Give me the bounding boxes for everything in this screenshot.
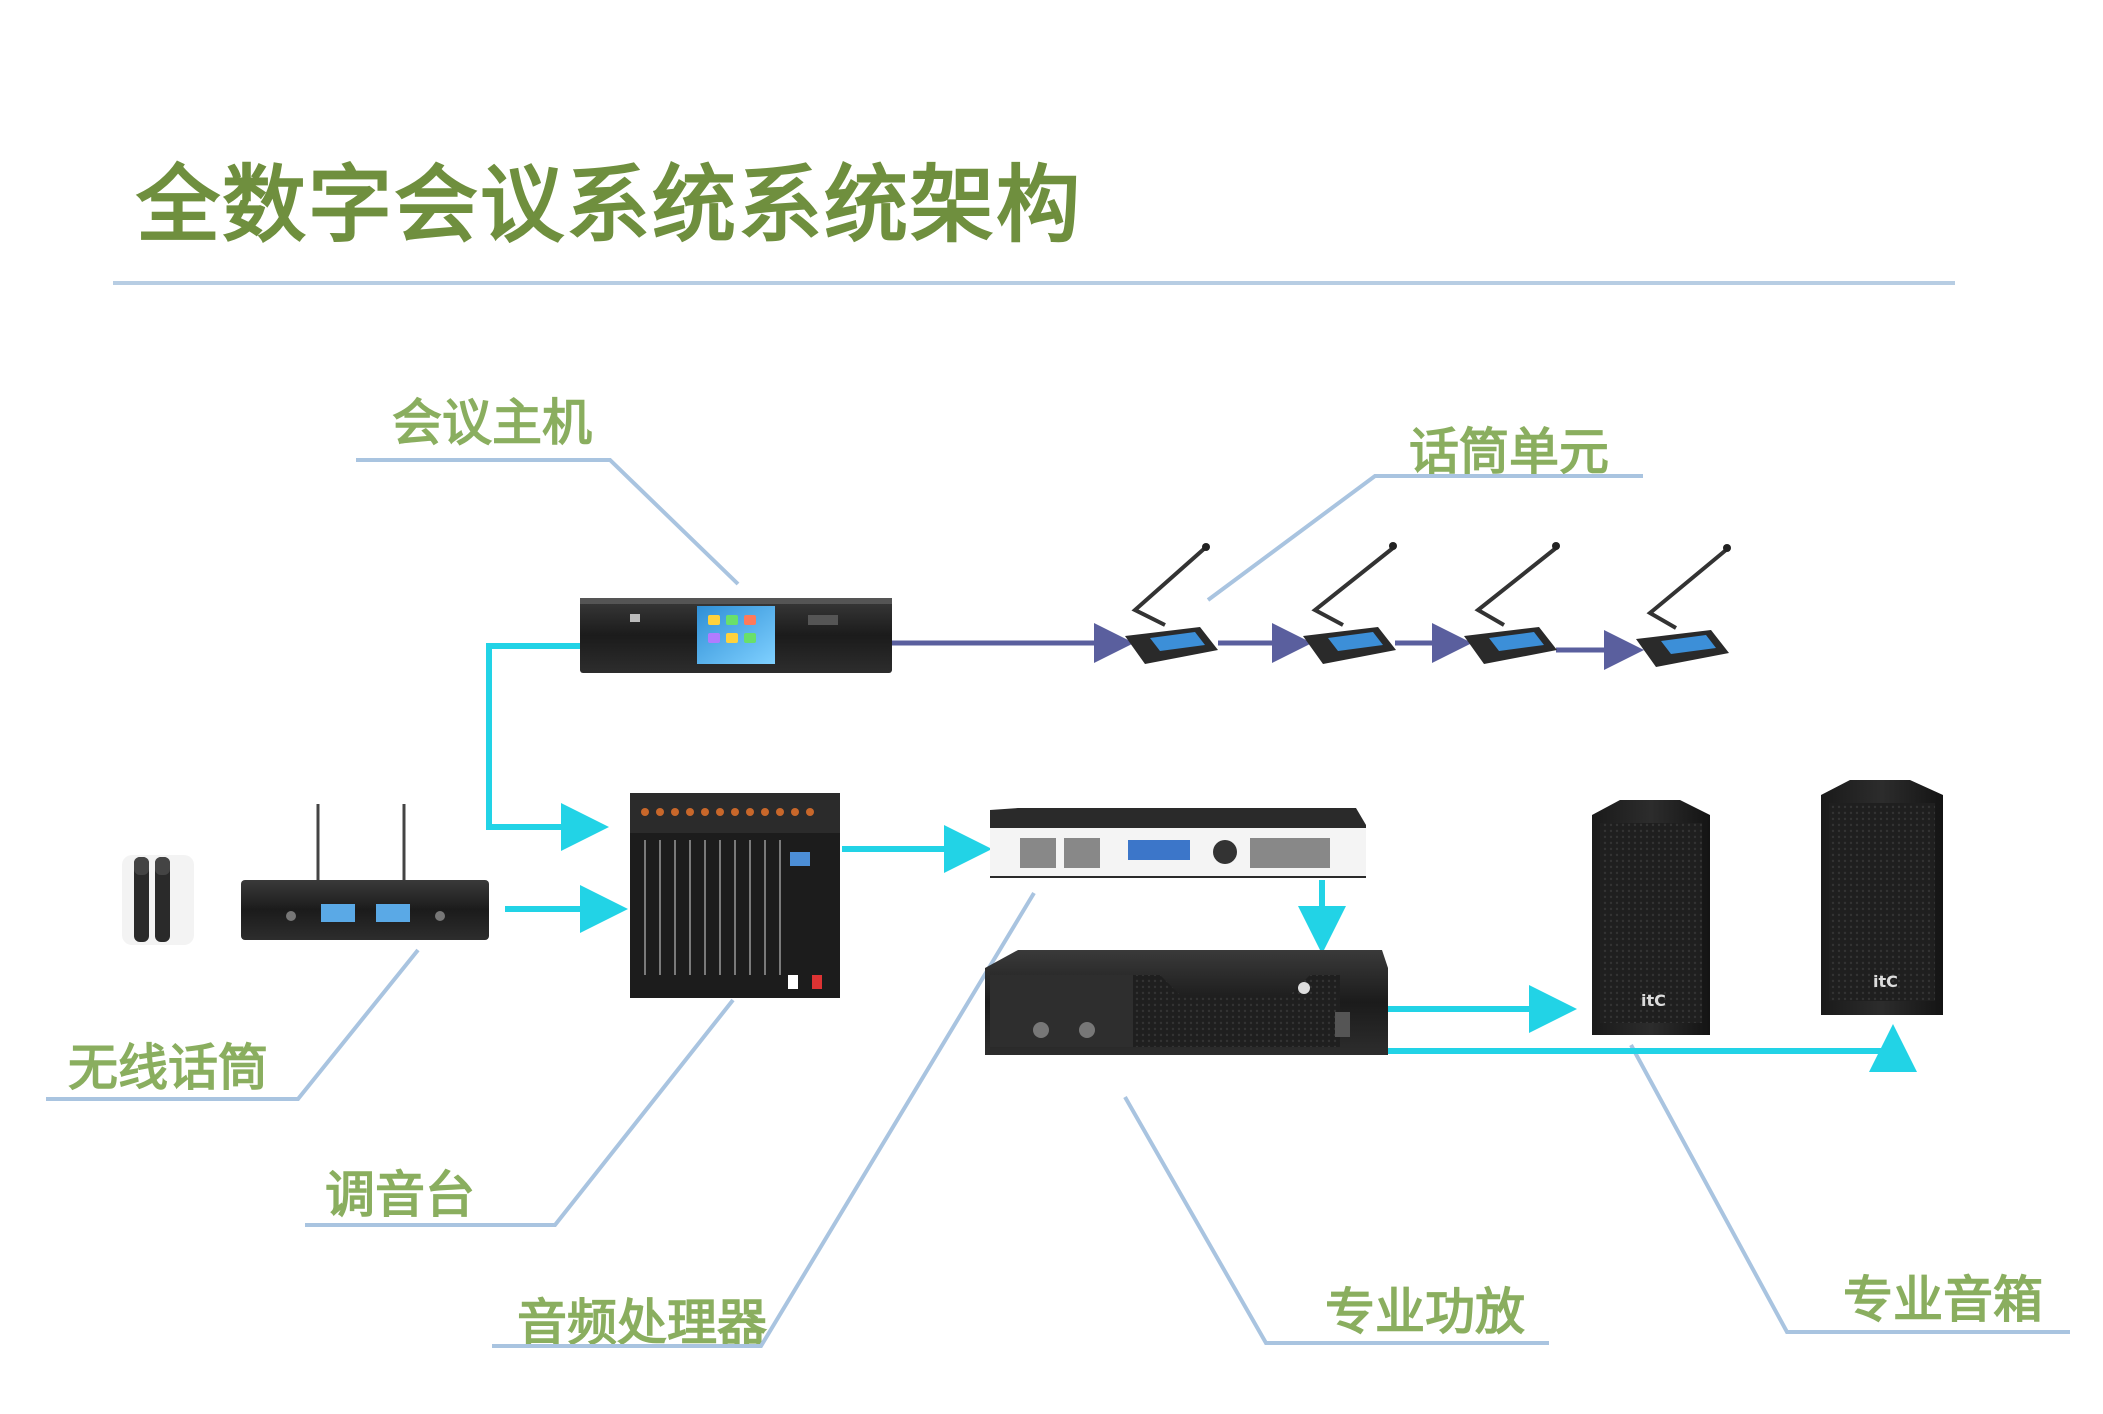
label-speaker: 专业音箱 bbox=[1843, 1271, 2043, 1329]
speaker-left-brand: itC bbox=[1641, 991, 1666, 1010]
mic-units bbox=[1125, 542, 1731, 667]
label-audio-processor: 音频处理器 bbox=[517, 1294, 767, 1352]
arrow-amp-to-speaker-2 bbox=[1387, 1024, 1917, 1072]
mic-unit-3 bbox=[1464, 542, 1560, 664]
signal-arrows bbox=[486, 643, 1917, 1072]
mic-unit-4 bbox=[1636, 544, 1731, 667]
speaker-right: itC bbox=[1821, 780, 1943, 1015]
label-mic-unit: 话筒单元 bbox=[1409, 423, 1609, 481]
leader-line-wireless-mic bbox=[46, 948, 420, 1101]
leader-line-mic-unit bbox=[1206, 474, 1643, 602]
leader-line-speaker bbox=[1629, 1044, 2070, 1334]
title-divider bbox=[113, 281, 1955, 285]
leader-lines bbox=[46, 458, 2070, 1348]
wireless-receiver bbox=[241, 804, 489, 940]
speaker-right-brand: itC bbox=[1873, 972, 1898, 991]
leader-line-host bbox=[356, 458, 740, 586]
label-power-amplifier: 专业功放 bbox=[1325, 1283, 1525, 1341]
mixer-console bbox=[630, 793, 840, 998]
page-title: 全数字会议系统系统架构 bbox=[136, 156, 1083, 254]
mic-unit-1 bbox=[1125, 543, 1218, 664]
speaker-left: itC bbox=[1592, 800, 1710, 1035]
conference-host-device bbox=[580, 598, 892, 673]
audio-processor bbox=[990, 808, 1366, 878]
leader-line-mixer bbox=[305, 998, 735, 1227]
chain-arrows bbox=[870, 623, 1644, 670]
arrow-host-to-mixer bbox=[486, 643, 609, 851]
mic-unit-2 bbox=[1303, 542, 1397, 664]
leader-line-amp bbox=[1123, 1096, 1549, 1345]
leader-line-processor bbox=[492, 891, 1036, 1348]
power-amplifier-device bbox=[985, 950, 1388, 1055]
label-conference-host: 会议主机 bbox=[392, 394, 592, 452]
label-wireless-mic: 无线话筒 bbox=[68, 1039, 268, 1097]
wireless-mic-pair bbox=[122, 855, 194, 945]
label-mixer: 调音台 bbox=[325, 1166, 475, 1224]
